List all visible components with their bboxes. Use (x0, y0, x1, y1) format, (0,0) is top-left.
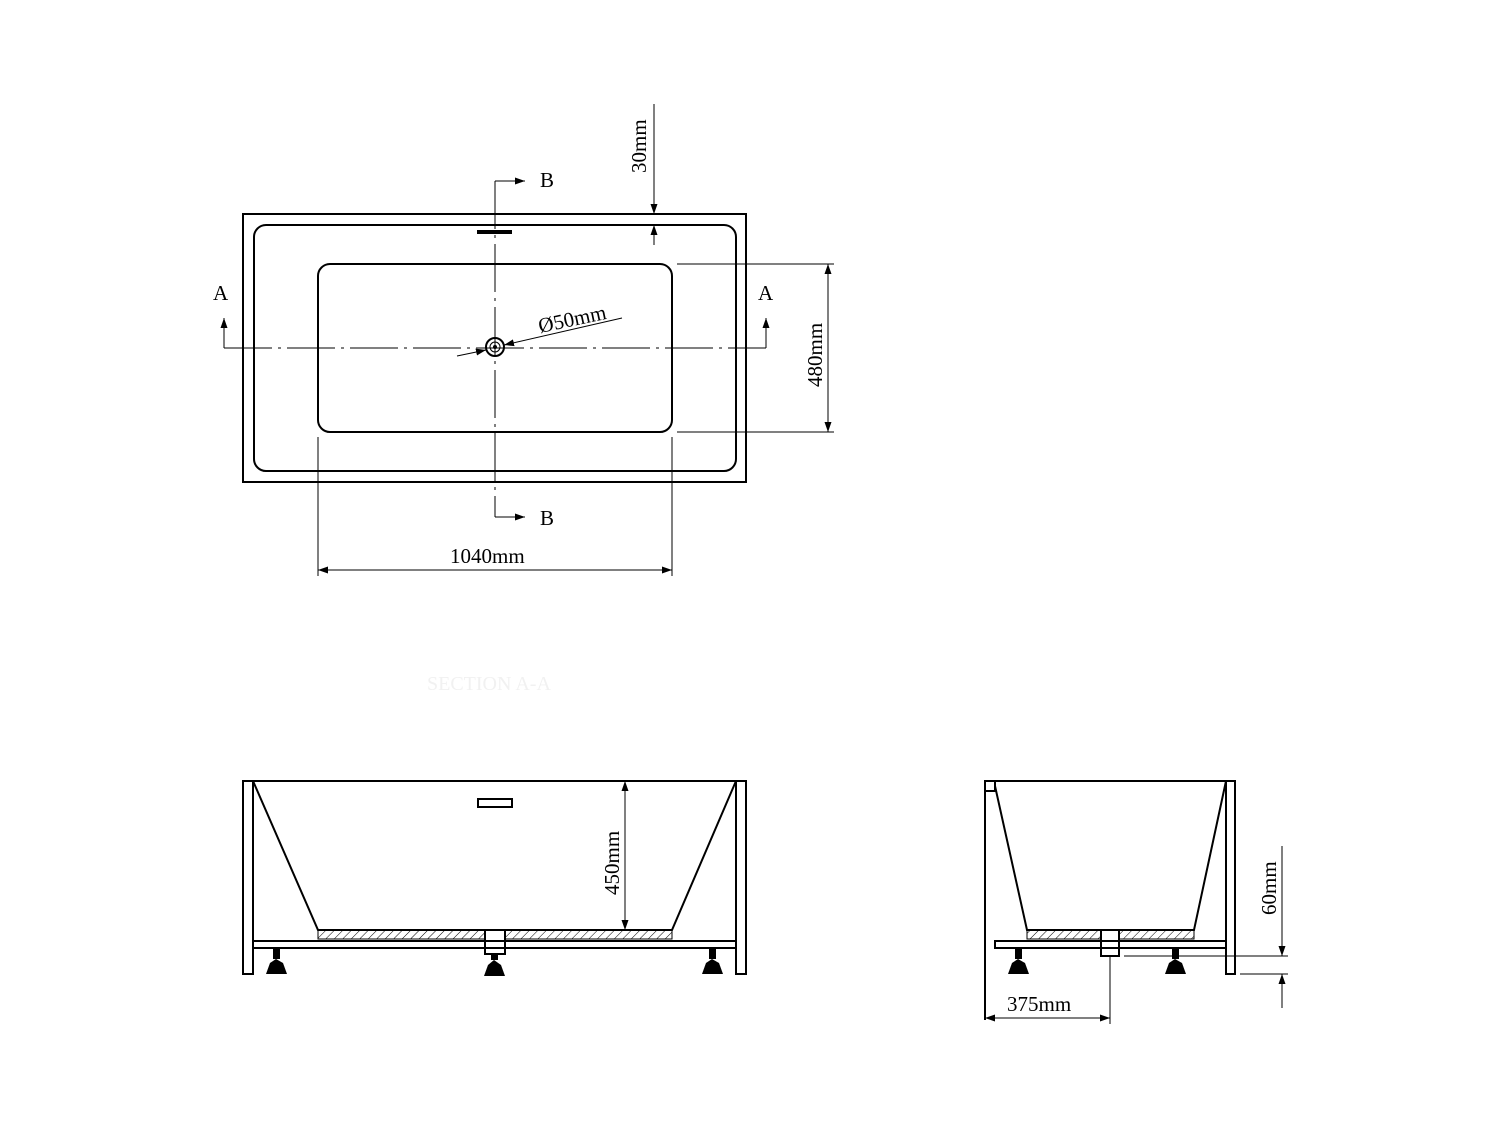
dim-inner-width-label: 480mm (803, 323, 827, 387)
drain-b-pipe (1100, 929, 1120, 957)
basin-b-profile (994, 780, 1227, 931)
dimension-depth: 450mm (600, 781, 629, 930)
foot-b-left (1008, 949, 1029, 974)
dim-drain-label: Ø50mm (536, 300, 608, 338)
section-a-view: 450mm (242, 780, 747, 976)
section-a-label-left: A (213, 281, 229, 305)
section-a-marker-left: A (213, 281, 229, 348)
foot-right (702, 949, 723, 974)
tub-floor-hatch-left (317, 929, 486, 940)
tub-floor-hatch-right (504, 929, 673, 940)
foot-center (484, 954, 505, 976)
dimension-inner-width: 480mm (677, 263, 834, 433)
section-b-marker-top: B (495, 168, 554, 192)
dimension-leg-height: 60mm (1124, 846, 1288, 1008)
panel-left (242, 780, 254, 975)
dim-leg-height-label: 60mm (1257, 861, 1281, 915)
section-b-marker-bottom: B (495, 506, 554, 530)
dim-drain-offset-label: 375mm (1007, 992, 1071, 1016)
dimension-drain-offset: 375mm (985, 956, 1111, 1024)
base-b-frame (994, 940, 1227, 949)
dim-rim-thickness-label: 30mm (627, 119, 651, 173)
section-b-view: 60mm 375mm (984, 780, 1288, 1024)
drain-symbol (485, 337, 505, 357)
panel-b-right (1225, 780, 1236, 975)
tub-b-floor-hatch-right (1118, 929, 1195, 940)
dim-inner-length-label: 1040mm (450, 544, 525, 568)
foot-left (266, 949, 287, 974)
dimension-rim-thickness: 30mm (627, 104, 658, 245)
section-a-title: SECTION A-A (427, 673, 551, 695)
dimension-inner-length: 1040mm (317, 437, 673, 576)
section-b-label-bottom: B (540, 506, 554, 530)
section-a-marker-right: A (758, 281, 774, 348)
basin-profile (252, 780, 737, 931)
overflow-outlet (477, 798, 513, 808)
foot-b-right (1165, 949, 1186, 974)
section-a-label-right: A (758, 281, 774, 305)
panel-right (735, 780, 747, 975)
dim-depth-label: 450mm (600, 831, 624, 895)
panel-b-left (984, 780, 996, 792)
section-b-label-top: B (540, 168, 554, 192)
tub-b-floor-hatch-left (1026, 929, 1102, 940)
plan-view: A A B B 30mm 480mm (213, 104, 834, 576)
